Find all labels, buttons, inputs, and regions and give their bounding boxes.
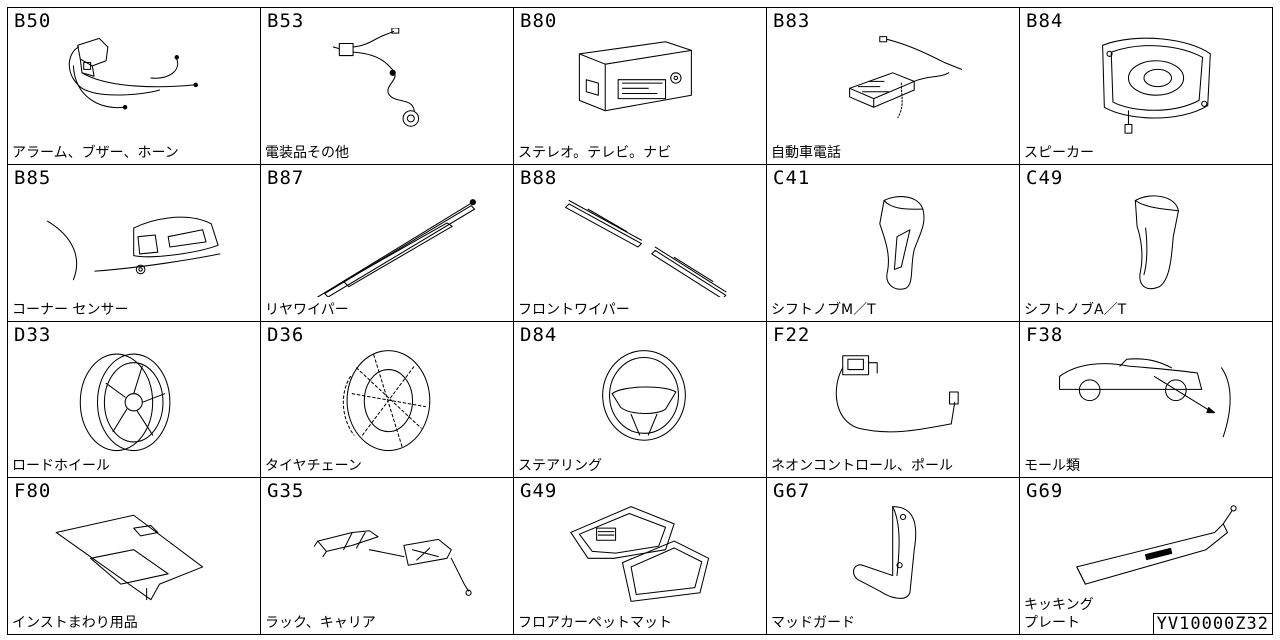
reference-code: YV10000Z32 [1152, 613, 1273, 635]
instrument-panel-icon [38, 498, 238, 610]
electrical-parts-icon [291, 27, 491, 140]
part-code: F38 [1026, 323, 1064, 346]
part-label: コーナー センサー [12, 301, 129, 318]
steering-wheel-icon [544, 342, 744, 454]
speaker-icon [1050, 28, 1250, 140]
part-code: G67 [773, 480, 811, 503]
part-code: B88 [520, 166, 558, 189]
catalog-cell-f22[interactable]: F22 ネオンコントロール、ポール [767, 321, 1020, 479]
part-label: シフトノブA／T [1024, 301, 1127, 318]
part-code: F80 [14, 480, 52, 503]
part-label: ステレオ。テレビ。ナビ [518, 144, 672, 161]
part-code: F22 [773, 323, 811, 346]
catalog-cell-b88[interactable]: B88 フロントワイパー [514, 164, 767, 322]
part-label: キッキング プレート [1024, 597, 1094, 631]
catalog-cell-d33[interactable]: D33 ロードホイール [8, 321, 261, 479]
part-code: G49 [520, 480, 558, 503]
part-label: インストまわり用品 [12, 615, 138, 631]
part-label: ネオンコントロール、ポール [771, 458, 953, 475]
catalog-cell-b80[interactable]: B80 ステレオ。テレビ。ナビ [514, 8, 767, 165]
part-code: G69 [1026, 480, 1064, 503]
part-label: ラック、キャリア [265, 615, 376, 631]
part-label: タイヤチェーン [265, 458, 362, 475]
catalog-cell-c41[interactable]: C41 シフトノブM／T [767, 164, 1020, 322]
catalog-cell-g35[interactable]: G35 ラック、キャリア [261, 478, 514, 635]
roof-rack-icon [291, 498, 491, 610]
part-label: フロアカーペットマット [518, 615, 672, 631]
tire-chain-icon [291, 342, 491, 454]
stereo-unit-icon [544, 28, 744, 140]
part-code: C49 [1026, 166, 1064, 189]
catalog-cell-b84[interactable]: B84 スピーカー [1020, 8, 1273, 165]
part-label: 電装品その他 [265, 144, 349, 161]
part-label: ステアリング [518, 458, 602, 475]
part-label: ロードホイール [12, 458, 110, 475]
part-label: 自動車電話 [771, 144, 841, 161]
neon-control-icon [797, 342, 997, 454]
catalog-cell-b85[interactable]: B85 コーナー センサー [8, 164, 261, 322]
part-code: B85 [14, 166, 52, 189]
front-wiper-icon [544, 185, 744, 299]
mud-guard-icon [797, 498, 997, 610]
part-label: スピーカー [1024, 144, 1094, 161]
car-phone-icon [797, 28, 997, 140]
catalog-cell-f80[interactable]: F80 インストまわり用品 [8, 478, 261, 635]
catalog-cell-b50[interactable]: B50 アラーム、ブザー、ホーン [8, 8, 261, 165]
part-code: B83 [773, 10, 811, 32]
catalog-cell-g67[interactable]: G67 マッドガード [767, 478, 1020, 635]
kicking-plate-icon [1050, 498, 1250, 610]
part-code: B87 [267, 166, 305, 189]
molding-icon [1050, 342, 1250, 454]
part-label: マッドガード [771, 615, 855, 631]
alarm-horn-icon [38, 28, 238, 140]
part-label: モール類 [1024, 458, 1080, 475]
catalog-cell-g49[interactable]: G49 フロアカーペットマット [514, 478, 767, 635]
part-code: D84 [520, 323, 558, 346]
catalog-cell-b87[interactable]: B87 リヤワイパー [261, 164, 514, 322]
catalog-cell-b83[interactable]: B83 自動車電話 [767, 8, 1020, 165]
catalog-cell-d36[interactable]: D36 タイヤチェーン [261, 321, 514, 479]
catalog-cell-c49[interactable]: C49 シフトノブA／T [1020, 164, 1273, 322]
part-label: リヤワイパー [265, 301, 349, 318]
corner-sensor-icon [38, 185, 238, 297]
part-code: B53 [267, 10, 305, 32]
part-label: シフトノブM／T [771, 301, 876, 318]
part-label: アラーム、ブザー、ホーン [12, 144, 179, 161]
rear-wiper-icon [291, 185, 491, 305]
floor-mat-icon [544, 498, 744, 610]
catalog-cell-g69[interactable]: G69 キッキング プレート [1020, 478, 1273, 635]
catalog-cell-b53[interactable]: B53 電装品その他 [261, 8, 514, 165]
part-code: B84 [1026, 10, 1064, 32]
part-code: B50 [14, 10, 52, 32]
shift-knob-mt-icon [797, 185, 997, 297]
part-code: D36 [267, 323, 305, 346]
shift-knob-at-icon [1050, 185, 1250, 297]
part-code: G35 [267, 480, 305, 503]
road-wheel-icon [38, 342, 238, 454]
part-label: フロントワイパー [518, 301, 630, 318]
part-code: C41 [773, 166, 811, 189]
part-code: B80 [520, 10, 558, 32]
part-code: D33 [14, 323, 52, 346]
catalog-cell-d84[interactable]: D84 ステアリング [514, 321, 767, 479]
catalog-cell-f38[interactable]: F38 モール類 [1020, 321, 1273, 479]
